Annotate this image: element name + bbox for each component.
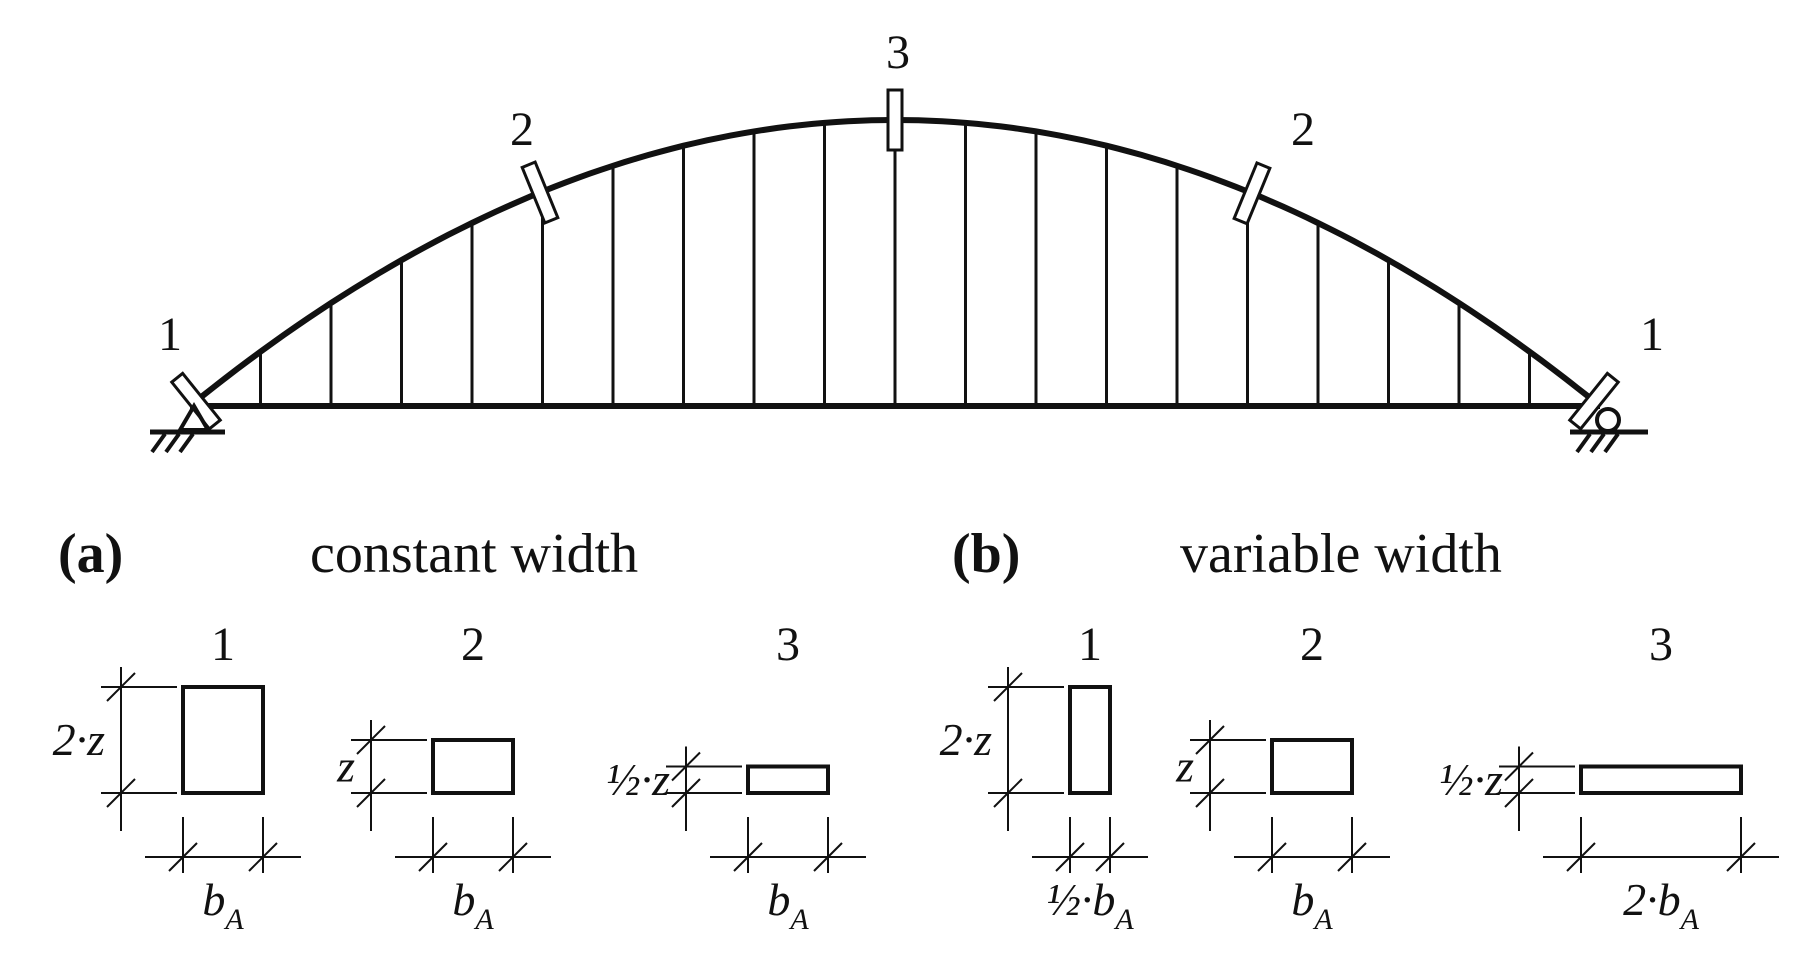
panel-b-section-1-shape: [1068, 685, 1112, 795]
panel-b-section-3-width-tick-left: [1566, 842, 1596, 872]
section-marker-crown-3: 3: [886, 26, 910, 79]
panel-a-section-1-width-tick-left: [168, 842, 198, 872]
panel-a-section-1-shape: [181, 685, 265, 795]
panel-b-section-3-width-prefix: 2·: [1623, 874, 1658, 925]
panel-a-section-2-height-tick-top: [356, 725, 386, 755]
panel-a-section-1-width-tick-right: [248, 842, 278, 872]
panel-b-section-2-width-base: b: [1291, 874, 1314, 925]
panel-a-section-2-shape: [431, 738, 515, 795]
panel-a-section-3-shape: [746, 764, 830, 795]
panel-a-section-3-width-sub: A: [788, 903, 809, 936]
panel-a-section-2-width-label: bA: [452, 874, 494, 936]
section-marker-5: [1567, 371, 1621, 432]
ground-hatch-right: [1589, 432, 1606, 454]
ground-hatch-left: [150, 432, 167, 454]
panel-a-label: (a): [58, 523, 123, 585]
panel-a-section-1-height-tick-top: [106, 672, 136, 702]
panel-b-section-1-width-prefix: ½·: [1046, 874, 1092, 925]
panel-a-section-3-width-label: bA: [767, 874, 809, 936]
panel-a-section-1-height-tick-bottom: [106, 778, 136, 808]
panel-a-section-3-width-tick-left: [733, 842, 763, 872]
ground-hatch-left: [164, 432, 181, 454]
panel-a-section-2-width-sub: A: [473, 903, 494, 936]
section-marker-2: [520, 160, 560, 225]
panel-b-section-2-number: 2: [1300, 618, 1324, 671]
panel-a-section-3-height-tick-bottom: [671, 778, 701, 808]
panel-b-section-3-height-tick-bottom: [1504, 778, 1534, 808]
panel-a-section-1-number: 1: [211, 618, 235, 671]
panel-a-section-3-width-base: b: [767, 874, 790, 925]
arch-structure: [150, 88, 1648, 454]
panel-b-label: (b): [952, 523, 1020, 585]
section-marker-right-2: 2: [1291, 103, 1315, 156]
panel-a-title: constant width: [310, 523, 638, 585]
panel-a-section-2-width-tick-left: [418, 842, 448, 872]
panel-b-section-3-width-sub: A: [1679, 903, 1700, 936]
section-marker-left-1: 1: [158, 308, 182, 361]
panel-a-section-3-height-label: ½·z: [606, 754, 670, 805]
panel-b-section-1-height-tick-top: [993, 672, 1023, 702]
panel-b-section-3-number: 3: [1649, 618, 1673, 671]
panel-b-section-3-shape: [1579, 764, 1743, 795]
panel-b-section-1-width-tick-left: [1055, 842, 1085, 872]
panel-b-section-2-width-sub: A: [1312, 903, 1333, 936]
section-marker-left-2: 2: [510, 103, 534, 156]
panel-a-section-3-number: 3: [776, 618, 800, 671]
section-marker-4: [1232, 160, 1272, 226]
roller-support: [1595, 407, 1621, 433]
panel-b-section-1-width-tick-right: [1095, 842, 1125, 872]
panel-b-section-3-width-base: b: [1658, 874, 1681, 925]
panel-b-section-2-width-tick-right: [1337, 842, 1367, 872]
panel-a-section-3-height-tick-top: [671, 751, 701, 782]
panel-a-section-3-width-tick-right: [813, 842, 843, 872]
panel-b-section-1-width-label: ½·bA: [1046, 874, 1134, 936]
panel-b-section-2-height-tick-bottom: [1195, 778, 1225, 808]
panel-a-section-2-height-tick-bottom: [356, 778, 386, 808]
ground-hatch-right: [1603, 432, 1620, 454]
panel-b-section-3-height-label: ½·z: [1439, 754, 1503, 805]
panel-a-section-1-width-label: bA: [202, 874, 244, 936]
section-marker-1: [169, 371, 223, 432]
panel-a-section-2-height-label: z: [336, 741, 355, 792]
panel-a-section-2-number: 2: [461, 618, 485, 671]
panel-b-section-3-height-tick-top: [1504, 751, 1534, 782]
panel-b-section-2-height-tick-top: [1195, 725, 1225, 755]
section-marker-right-1: 1: [1640, 308, 1664, 361]
panel-b-section-1-width-sub: A: [1113, 903, 1134, 936]
panel-a-section-1-width-base: b: [202, 874, 225, 925]
panel-b-section-3-width-label: 2·bA: [1623, 874, 1700, 936]
panel-b-section-2-width-label: bA: [1291, 874, 1333, 936]
panel-b-title: variable width: [1180, 523, 1502, 585]
panel-b-section-2-width-tick-left: [1257, 842, 1287, 872]
panel-a-section-2-width-tick-right: [498, 842, 528, 872]
ground-hatch-right: [1575, 432, 1592, 454]
panel-b-section-1-number: 1: [1078, 618, 1102, 671]
panel-b-section-1-width-base: b: [1092, 874, 1115, 925]
panel-b-section-1-height-tick-bottom: [993, 778, 1023, 808]
panel-a-section-1-width-sub: A: [223, 903, 244, 936]
panel-a-section-1-height-label: 2·z: [53, 714, 106, 765]
panel-b-section-2-height-label: z: [1175, 741, 1194, 792]
panel-b-section-1-height-label: 2·z: [940, 714, 993, 765]
section-marker-3: [886, 88, 904, 152]
panel-a-section-2-width-base: b: [452, 874, 475, 925]
panel-b-section-3-width-tick-right: [1726, 842, 1756, 872]
panel-b-section-2-shape: [1270, 738, 1354, 795]
ground-hatch-left: [178, 432, 195, 454]
